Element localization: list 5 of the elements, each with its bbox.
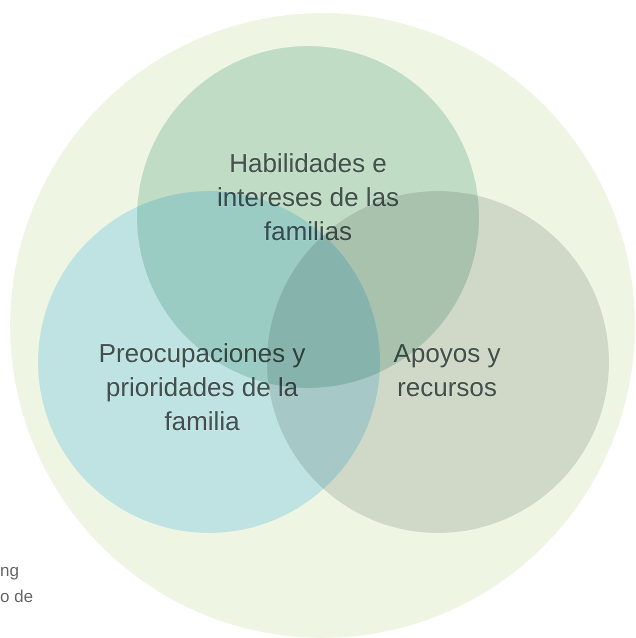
note-text: o de	[0, 586, 34, 608]
circle-label: Preocupaciones y prioridades de la familia	[98, 337, 306, 438]
circle-label: Apoyos y recursos	[392, 337, 502, 404]
note-text: ng	[0, 560, 19, 582]
circle-label: Habilidades e intereses de las familias	[216, 147, 400, 248]
